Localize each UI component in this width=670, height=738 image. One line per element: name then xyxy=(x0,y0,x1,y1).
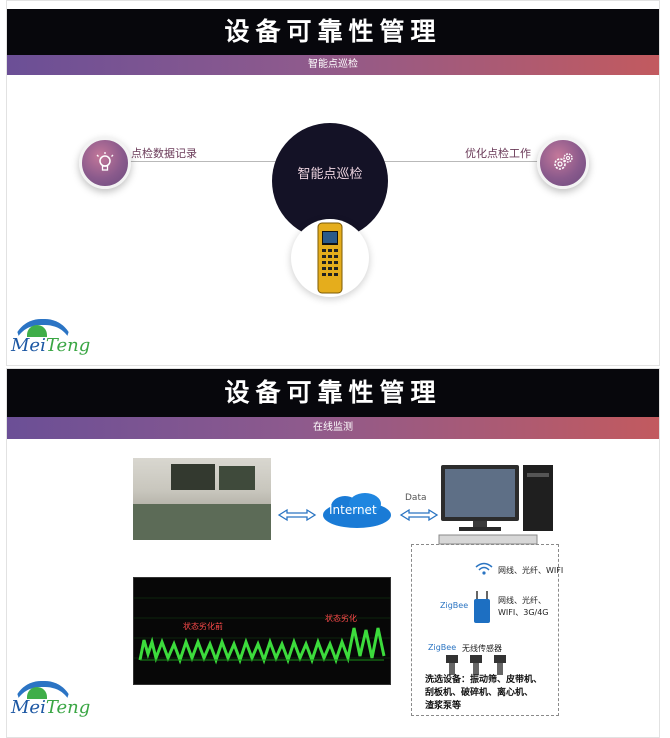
wall-screen xyxy=(171,464,215,490)
logo-text: MeiTeng xyxy=(11,335,90,356)
sensor-label: 无线传感器 xyxy=(462,644,502,653)
lightbulb-icon xyxy=(79,137,131,189)
network-diagram-box: 网线、光纤、WIFI ZigBee 网线、光纤、 WIFI、3G/4G ZigB… xyxy=(411,544,563,716)
equipment-line-1: 洗选设备：振动筛、皮带机、 xyxy=(425,675,543,685)
handheld-device-image xyxy=(291,219,369,297)
vibration-monitoring-chart xyxy=(133,577,391,685)
equipment-list: 洗选设备：振动筛、皮带机、 刮板机、破碎机、离心机、 渣浆泵等 xyxy=(425,674,542,713)
zigbee-label-2: ZigBee xyxy=(428,643,457,652)
zigbee-label-1: ZigBee xyxy=(440,601,469,610)
meiteng-logo: MeiTeng xyxy=(11,319,90,363)
double-arrow-icon xyxy=(277,508,317,522)
logo-arc-inner xyxy=(27,325,47,337)
double-arrow-icon xyxy=(399,508,439,522)
logo-text: MeiTeng xyxy=(11,697,90,718)
slide-subtitle: 智能点巡检 xyxy=(7,55,659,75)
logo-arc-inner xyxy=(27,687,47,699)
network-label-1: 网线、光纤、WIFI xyxy=(498,566,564,575)
gears-icon xyxy=(537,137,589,189)
logo-text-mei: Mei xyxy=(11,335,46,356)
logo-text-teng: Teng xyxy=(45,697,91,718)
gateway-router-icon xyxy=(474,591,490,623)
wifi-icon xyxy=(475,562,493,575)
network-label-2b: WIFI、3G/4G xyxy=(498,608,549,617)
equipment-line-2: 刮板机、破碎机、离心机、 xyxy=(425,688,534,698)
internet-cloud-icon xyxy=(323,493,391,528)
chart-annotation-before: 状态劣化前 xyxy=(183,622,223,631)
internet-label: Internet xyxy=(329,503,377,517)
meiteng-logo: MeiTeng xyxy=(11,681,90,725)
computer-workstation-icon xyxy=(438,465,553,545)
logo-arc xyxy=(13,319,73,347)
slide-online-monitoring: 设备可靠性管理 在线监测 Internet Data xyxy=(6,368,660,738)
wall-screen xyxy=(219,466,255,490)
center-circle: 智能点巡检 xyxy=(272,123,388,239)
network-label-2a: 网线、光纤、 xyxy=(498,596,546,605)
logo-text-teng: Teng xyxy=(45,335,91,356)
operator-desks xyxy=(133,504,271,540)
left-label: 点检数据记录 xyxy=(131,147,197,160)
control-room-photo xyxy=(133,458,271,540)
data-label: Data xyxy=(405,493,427,503)
slide-subtitle: 在线监测 xyxy=(7,417,659,439)
connector-line-left xyxy=(105,161,281,162)
connector-line-right xyxy=(383,161,541,162)
equipment-line-3: 渣浆泵等 xyxy=(425,701,462,711)
chart-plot xyxy=(134,597,390,665)
chart-annotation-degradation: 状态劣化 xyxy=(325,614,357,623)
right-label: 优化点检工作 xyxy=(465,147,531,160)
slide-title: 设备可靠性管理 xyxy=(7,9,659,55)
wireless-sensor-icons xyxy=(446,655,506,675)
logo-text-mei: Mei xyxy=(11,697,46,718)
slide-title: 设备可靠性管理 xyxy=(7,369,659,417)
slide-smart-inspection: 设备可靠性管理 智能点巡检 点检数据记录 优化点检工作 智能点巡检 xyxy=(6,0,660,366)
logo-arc xyxy=(13,681,73,709)
